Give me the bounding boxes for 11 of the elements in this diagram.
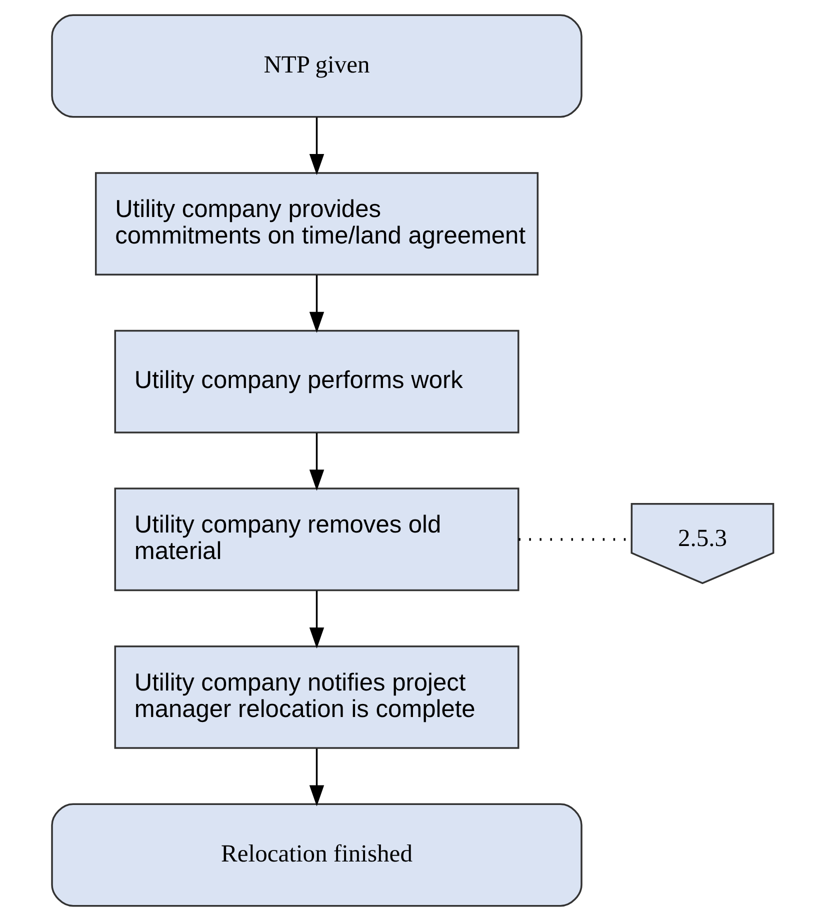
node-box: Relocation finished	[51, 803, 582, 907]
arrow	[309, 590, 324, 649]
node-box: Utility company performs work	[114, 330, 520, 434]
node-box: Utility company notifies project manager relocation is complete	[114, 645, 520, 749]
arrow	[309, 275, 324, 333]
arrow	[309, 433, 324, 491]
arrow	[309, 748, 324, 806]
arrow	[309, 117, 324, 176]
node-box: Utility company provides commitments on time/land agreement	[94, 172, 539, 276]
node-box: Utility company removes old material	[114, 488, 520, 592]
node-box: NTP given	[51, 14, 582, 118]
